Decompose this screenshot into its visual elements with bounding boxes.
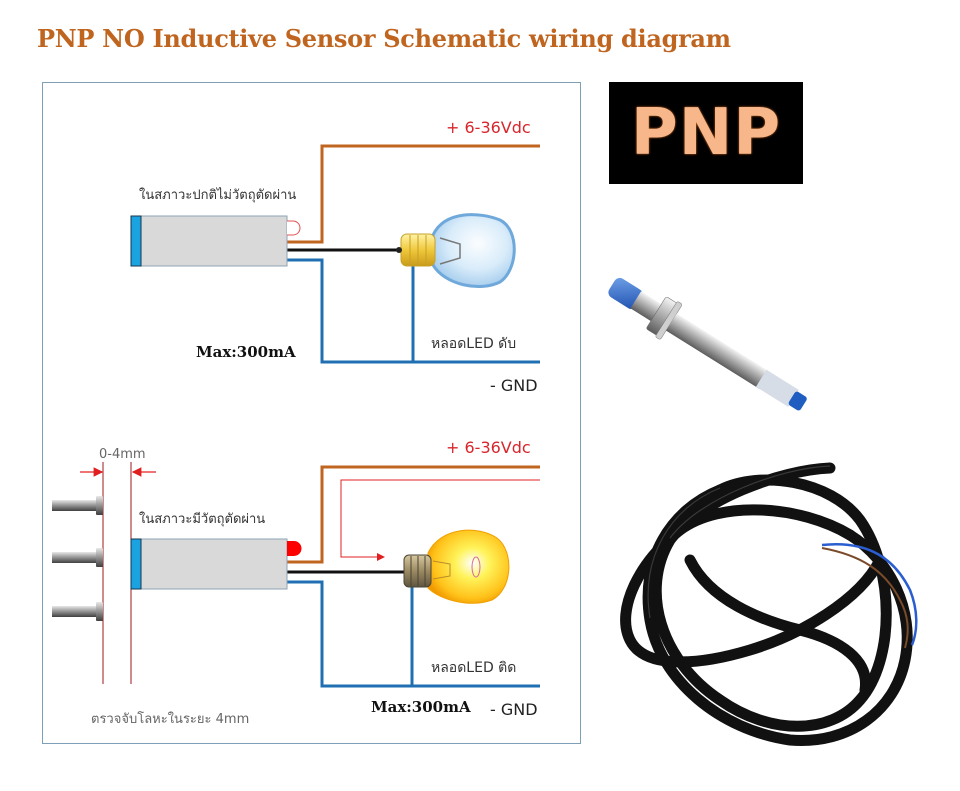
bottom-sensor-body — [130, 538, 288, 590]
metal-bolt-icon — [52, 548, 103, 567]
lamp-on-icon — [403, 529, 510, 604]
bottom-indicator-led-on — [287, 541, 302, 556]
top-supply-label: + 6-36Vdc — [446, 118, 531, 137]
bottom-lamp-label: หลอดLED ติด — [431, 660, 517, 676]
metal-bolt-icon — [52, 496, 103, 515]
schematic-panel — [42, 82, 581, 744]
bottom-positive-wire — [287, 465, 540, 564]
distance-label: 0-4mm — [99, 447, 146, 462]
top-negative-wire — [287, 258, 540, 364]
pnp-badge: PNP — [609, 82, 803, 184]
top-max-current-label: Max:300mA — [196, 343, 296, 361]
pnp-badge-text: PNP — [630, 96, 782, 170]
metal-bolt-icon — [52, 602, 103, 621]
top-circuit — [130, 144, 540, 364]
top-ground-label: - GND — [490, 376, 538, 395]
page-title: PNP NO Inductive Sensor Schematic wiring… — [37, 24, 731, 53]
bottom-max-current-label: Max:300mA — [371, 698, 471, 716]
top-sensor-face — [130, 215, 142, 267]
lamp-off-icon — [396, 213, 516, 289]
bottom-ground-label: - GND — [490, 700, 538, 719]
inductive-sensor-photo — [608, 277, 918, 746]
top-sensor-body — [130, 215, 288, 267]
bottom-negative-wire — [287, 580, 540, 688]
sensor-cable — [620, 462, 913, 746]
blue-lead-wire — [821, 542, 918, 646]
top-lamp-label: หลอดLED ดับ — [431, 336, 517, 352]
bottom-sensor-face — [130, 538, 142, 590]
top-positive-wire — [287, 144, 540, 244]
bottom-circuit — [52, 462, 540, 688]
current-flow-arrow — [340, 479, 540, 561]
top-indicator-led-off — [287, 220, 301, 236]
top-state-label: ในสภาวะปกติไม่วัตถุตัดผ่าน — [139, 188, 297, 203]
brown-lead-wire — [821, 547, 909, 649]
bottom-supply-label: + 6-36Vdc — [446, 438, 531, 457]
bottom-state-label: ในสภาวะมีวัตถุตัดผ่าน — [139, 512, 266, 527]
detect-note: ตรวจจับโลหะในระยะ 4mm — [91, 712, 250, 727]
